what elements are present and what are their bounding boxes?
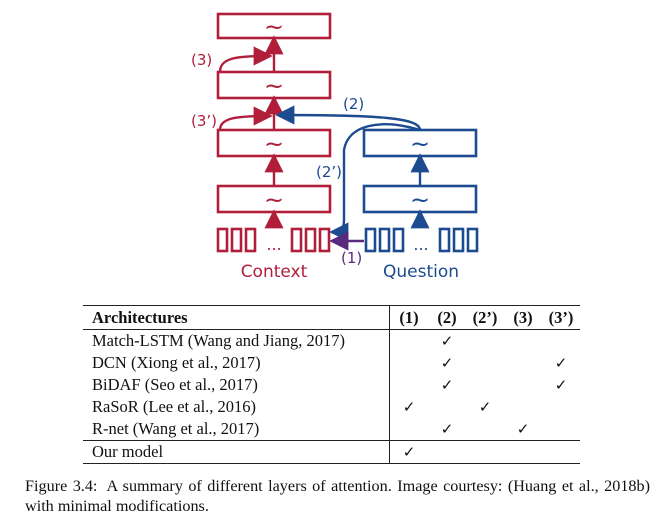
- table-header: (1): [399, 307, 419, 327]
- attention-mark: [504, 441, 542, 464]
- attention-diagram: ... ... Context Question ~ ~ ~ ~ ~ ~: [191, 12, 479, 282]
- arrow-label-1: (1): [341, 249, 362, 267]
- question-ellipsis: ...: [413, 235, 428, 254]
- attention-mark: [428, 441, 466, 464]
- context-layer-glyph: ~: [264, 72, 284, 100]
- attention-mark: [504, 330, 542, 353]
- attention-mark: [466, 441, 504, 464]
- attention-mark: [466, 330, 504, 353]
- attention-mark: [466, 374, 504, 396]
- attention-mark: [466, 418, 504, 441]
- question-tokens: [364, 227, 479, 253]
- table-header: (3’): [548, 307, 574, 327]
- attention-mark: ✓: [440, 420, 454, 438]
- question-label: Question: [383, 262, 459, 282]
- question-layer-glyphs: ~ ~: [410, 130, 430, 214]
- table-row: BiDAF (Seo et al., 2017) ✓ ✓: [83, 374, 580, 396]
- attention-mark: ✓: [478, 398, 492, 416]
- arrow-label-3: (3): [191, 51, 212, 69]
- attention-mark: [504, 396, 542, 418]
- context-ellipsis: ...: [266, 235, 281, 254]
- architecture-name: Our model: [83, 440, 390, 464]
- context-layer-glyphs: ~ ~ ~ ~: [264, 13, 284, 214]
- table-header: (3): [513, 307, 533, 327]
- table-header: Architectures: [83, 305, 390, 330]
- attention-mark: ✓: [440, 354, 454, 372]
- attention-mark: [466, 352, 504, 374]
- architecture-name: Match-LSTM (Wang and Jiang, 2017): [83, 329, 390, 352]
- architecture-name: DCN (Xiong et al., 2017): [83, 352, 390, 374]
- context-layer-glyph: ~: [264, 13, 284, 41]
- attention-mark: ✓: [554, 354, 568, 372]
- arrow-3: [218, 46, 273, 73]
- table-row: Match-LSTM (Wang and Jiang, 2017) ✓: [83, 329, 580, 353]
- table-header: (2’): [472, 307, 498, 327]
- attention-mark: ✓: [402, 398, 416, 416]
- attention-mark: [390, 352, 429, 374]
- table-header-row: Architectures (1) (2) (2’) (3) (3’): [83, 305, 580, 330]
- table-row: DCN (Xiong et al., 2017) ✓ ✓: [83, 352, 580, 374]
- arrow-2-prime: [329, 123, 421, 242]
- arrow-3-prime: [218, 106, 273, 131]
- caption-label: Figure 3.4:: [25, 477, 98, 495]
- attention-mark: [542, 396, 580, 418]
- table-row: Our model ✓: [83, 440, 580, 464]
- architecture-name: R-net (Wang et al., 2017): [83, 418, 390, 441]
- caption-text: A summary of different layers of attenti…: [25, 477, 650, 515]
- attention-mark: [504, 352, 542, 374]
- attention-mark: [390, 330, 429, 353]
- arrow-label-2-prime: (2’): [316, 163, 342, 181]
- attention-mark: [542, 330, 580, 353]
- attention-mark: ✓: [554, 376, 568, 394]
- arrow-2: [275, 105, 422, 131]
- question-layer-glyph: ~: [410, 130, 430, 158]
- arrow-label-2: (2): [343, 95, 364, 113]
- table-row: R-net (Wang et al., 2017) ✓ ✓: [83, 418, 580, 441]
- table-header: (2): [437, 307, 457, 327]
- figure-caption: Figure 3.4:A summary of different layers…: [25, 476, 650, 516]
- architectures-table: Architectures (1) (2) (2’) (3) (3’) Matc…: [83, 305, 580, 464]
- context-label: Context: [241, 262, 308, 282]
- attention-mark: [428, 396, 466, 418]
- context-tokens: [216, 227, 331, 253]
- attention-mark: [542, 441, 580, 464]
- attention-mark: [390, 374, 429, 396]
- question-layer-glyph: ~: [410, 186, 430, 214]
- attention-mark: [542, 418, 580, 441]
- table-row: RaSoR (Lee et al., 2016) ✓ ✓: [83, 396, 580, 418]
- attention-mark: [504, 374, 542, 396]
- attention-mark: ✓: [402, 443, 416, 461]
- attention-mark: ✓: [440, 332, 454, 350]
- architecture-name: BiDAF (Seo et al., 2017): [83, 374, 390, 396]
- context-layer-glyph: ~: [264, 186, 284, 214]
- architecture-name: RaSoR (Lee et al., 2016): [83, 396, 390, 418]
- context-layer-glyph: ~: [264, 130, 284, 158]
- attention-mark: [390, 418, 429, 441]
- attention-mark: ✓: [440, 376, 454, 394]
- arrow-label-3-prime: (3’): [191, 112, 217, 130]
- attention-mark: ✓: [516, 420, 530, 438]
